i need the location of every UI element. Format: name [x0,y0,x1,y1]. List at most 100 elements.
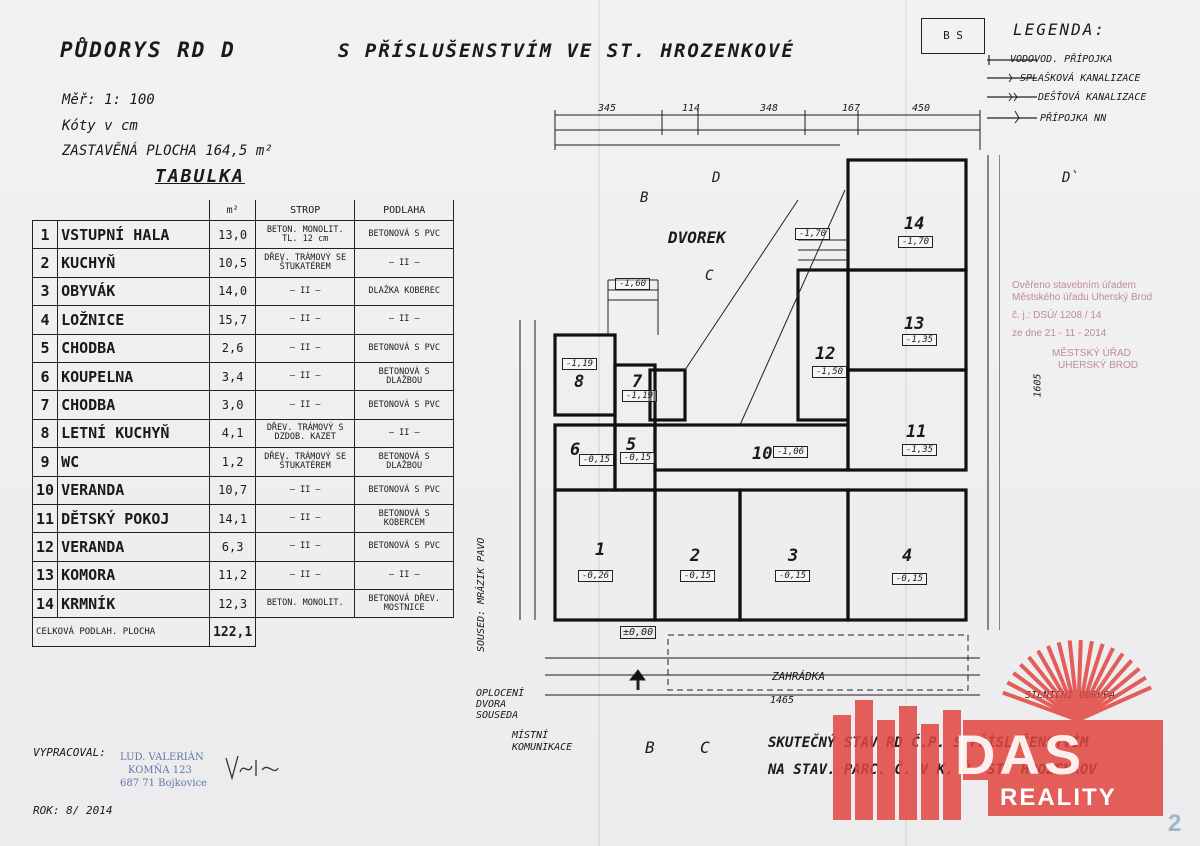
neighbour-label: SOUSED: MRÁZIK PAVO [476,537,487,652]
total-label: CELKOVÁ PODLAH. PLOCHA [31,617,211,647]
room-level: -1,35 [902,444,938,456]
total-width-dim: 1605 [1032,373,1044,398]
room-ceiling-cell: DŘEV. TRÁMOVÝ SE ŠTUKATÉREM [255,248,356,278]
room-floor-cell: BETONOVÁ S PVC [354,532,455,562]
room-name-cell: CHODBA [57,333,211,363]
legend-title: LEGENDA: [1013,20,1107,39]
room-level: -0,15 [579,454,615,466]
room-number-cell: 6 [31,361,59,392]
room-name-cell: KOUPELNA [57,361,211,392]
plan-title: PŮDORYS RD D [60,38,236,62]
room-name-cell: CHODBA [57,390,211,420]
room-ceiling-cell: — II — [255,532,356,562]
room-number-cell: 1 [31,219,59,250]
courtyard-level: -1,70 [795,228,831,240]
bs-box: B S [921,18,985,54]
room-area-cell: 15,7 [209,305,257,335]
room-area-cell: 2,6 [209,333,257,363]
top-dim: 450 [912,103,931,114]
prepared-by-label: VYPRACOVAL: [33,746,106,759]
room-number-cell: 11 [31,503,59,534]
table-title: TABULKA [155,166,245,187]
legend-item-sewer: SPLAŠKOVÁ KANALIZACE [1020,73,1141,84]
room-ceiling-cell: BETON. MONOLIT. TL. 12 cm [255,219,356,250]
room-area-cell: 6,3 [209,532,257,562]
stamp-line: Městského úřadu Uherský Brod [1012,292,1153,303]
room-floor-cell: BETONOVÁ S DLAŽBOU [354,361,455,392]
room-ceiling-cell: — II — [255,361,356,392]
col-area-header: m² [209,200,257,221]
room-ceiling-cell: — II — [255,475,356,505]
plan-title-continued: S PŘÍSLUŠENSTVÍM VE ST. HROZENKOVÉ [338,40,795,62]
stamp-line: Ověřeno stavebním úřadem [1012,280,1136,291]
room-number-cell: 3 [31,276,59,307]
top-dim: 114 [682,103,701,114]
room-number: 13 [904,314,925,334]
room-number-cell: 5 [31,333,59,363]
room-number-cell: 13 [31,560,59,591]
floor-plan-drawing [519,110,1000,696]
room-name-cell: VERANDA [57,475,211,505]
stamp-line: 687 71 Bojkovice [120,778,208,789]
author-stamp: LUD. VALERIÁN KOMŇA 123 687 71 Bojkovice [120,751,207,790]
room-number: 5 [626,435,637,455]
year-label: ROK: 8/ 2014 [33,804,113,817]
room-level: -1,19 [622,390,658,402]
section-b-marker-bottom: B [645,738,655,757]
room-area-cell: 13,0 [209,219,257,250]
office-approval-stamp: Ověřeno stavebním úřadem Městského úřadu… [1012,280,1152,372]
room-floor-cell: — II — [354,418,455,449]
garden-label: ZAHRÁDKA [772,670,825,683]
room-floor-cell: — II — [354,560,455,591]
section-d2-marker: D` [1062,170,1079,186]
das-reality-logo [833,639,1163,820]
room-number: 4 [902,546,913,566]
room-name-cell: LOŽNICE [57,305,211,335]
room-area-cell: 12,3 [209,589,257,619]
paper-fold [905,0,907,846]
room-number: 14 [904,214,925,234]
room-floor-cell: BETONOVÁ DŘEV. MOSTNICE [354,589,455,619]
room-level: -1,70 [898,236,934,248]
stamp-line: MĚSTSKÝ ÚŘAD [1052,348,1131,359]
room-level: -0,15 [680,570,716,582]
stamp-line: č. j.: DSÚ/ 1208 / 14 [1012,310,1102,321]
room-number: 1 [595,540,606,560]
legend-item-electric: PŘÍPOJKA NN [1040,113,1107,124]
room-level: -1,06 [773,446,809,458]
room-name-cell: DĚTSKÝ POKOJ [57,503,211,534]
room-number: 7 [632,372,643,392]
total-length-dim: 1465 [770,695,795,706]
room-area-cell: 4,1 [209,418,257,449]
room-floor-cell: BETONOVÁ S PVC [354,390,455,420]
room-name-cell: LETNÍ KUCHYŇ [57,418,211,449]
room-ceiling-cell: — II — [255,390,356,420]
scale-label: Měř: 1: 100 [62,92,155,108]
legend-item-rainwater: DEŠŤOVÁ KANALIZACE [1038,92,1147,103]
room-number: 10 [752,444,773,464]
room-name-cell: KUCHYŇ [57,248,211,278]
col-floor-header: PODLAHA [354,200,455,221]
room-number: 12 [815,344,836,364]
room-floor-cell: DLAŽKA KOBEREC [354,276,455,307]
room-number-cell: 10 [31,475,59,505]
room-floor-cell: BETONOVÁ S KOBERCEM [354,503,455,534]
room-area-cell: 11,2 [209,560,257,591]
room-number: 2 [690,546,701,566]
room-name-cell: VERANDA [57,532,211,562]
legend-lines [987,55,1037,124]
room-number-cell: 2 [31,248,59,278]
room-level: -1,50 [812,366,848,378]
room-ceiling-cell: DŘEV. TRÁMOVÝ S DZDOB. KAZET [255,418,356,449]
total-value: 122,1 [209,617,257,647]
room-floor-cell: — II — [354,305,455,335]
room-number-cell: 4 [31,305,59,335]
room-number-cell: 14 [31,589,59,619]
room-level: -1,19 [562,358,598,370]
room-area-cell: 10,7 [209,475,257,505]
